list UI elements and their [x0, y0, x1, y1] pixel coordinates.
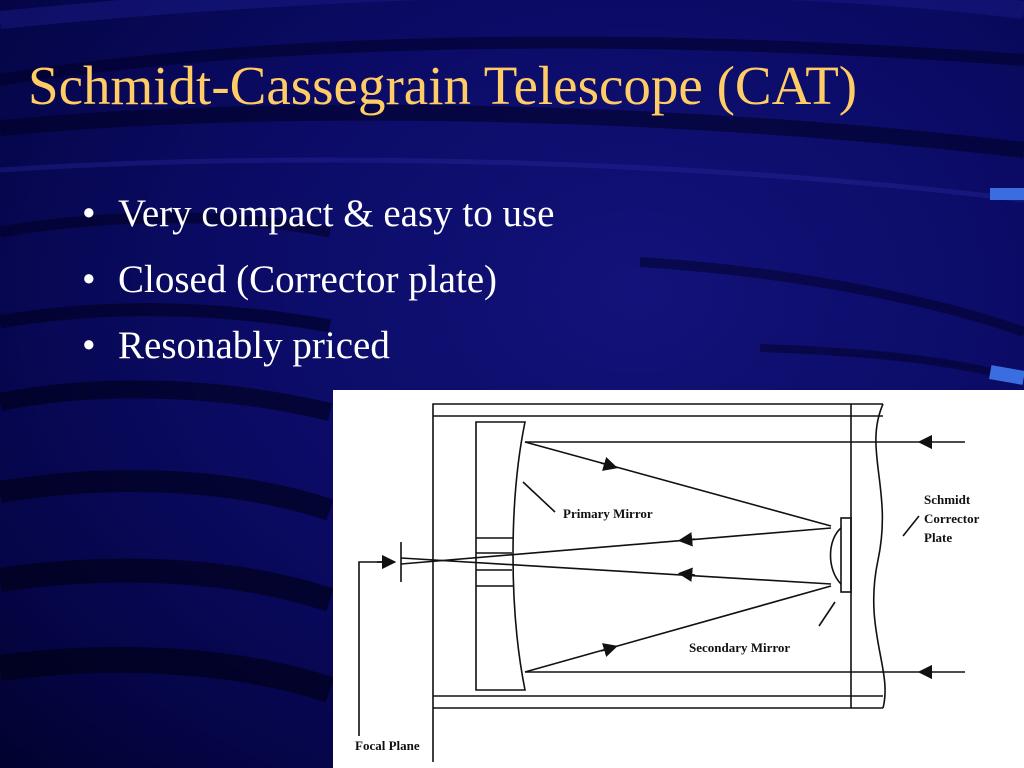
bullet-mark: • [82, 258, 96, 301]
swoosh-title-lower [0, 104, 1024, 158]
swoosh-right-2 [759, 344, 1024, 384]
telescope-diagram-drawing: Primary Mirror Secondary Mirror Schmidt … [355, 403, 980, 762]
swoosh-title-upper [0, 36, 1024, 86]
bullet-item: • Resonably priced [82, 324, 554, 390]
swoosh-left-6 [0, 646, 335, 703]
swoosh-left-1 [0, 212, 332, 238]
corrector-plate-leader [902, 515, 920, 537]
reflected-ray-bottom [524, 585, 832, 673]
swoosh-left-2 [0, 303, 332, 333]
corrector-plate-label-line2: Corrector [924, 511, 980, 526]
bullet-item: • Closed (Corrector plate) [82, 258, 554, 324]
bullet-list: • Very compact & easy to use • Closed (C… [82, 192, 554, 390]
focus-ray-lower-arrow [677, 567, 696, 582]
focus-ray-lower [400, 557, 832, 585]
corrector-plate [872, 403, 886, 709]
reflected-ray-top-arrow [600, 457, 618, 471]
reflected-ray-bottom-arrow [600, 643, 618, 657]
accent-tab-2 [989, 365, 1024, 385]
secondary-mirror-mount [840, 517, 852, 593]
bullet-item: • Very compact & easy to use [82, 192, 554, 258]
secondary-mirror-label: Secondary Mirror [689, 640, 790, 655]
bullet-text: Resonably priced [118, 324, 390, 367]
bullet-mark: • [82, 324, 96, 367]
bullet-mark: • [82, 192, 96, 235]
corrector-plate-label-line1: Schmidt [924, 492, 971, 507]
swoosh-mid-light [0, 157, 1024, 203]
tube-top-wall [432, 403, 883, 762]
focus-ray-upper [400, 527, 832, 565]
telescope-diagram: Primary Mirror Secondary Mirror Schmidt … [333, 390, 1024, 768]
slide-title: Schmidt-Cassegrain Telescope (CAT) [28, 55, 858, 116]
focus-ray-upper-arrow [677, 532, 696, 547]
primary-mirror-label: Primary Mirror [563, 506, 653, 521]
swoosh-top [0, 0, 1024, 29]
primary-mirror [475, 421, 526, 691]
swoosh-right-1 [639, 257, 1024, 337]
secondary-mirror-leader [818, 601, 836, 627]
secondary-mirror [829, 527, 842, 585]
primary-mirror-leader [522, 481, 556, 513]
reflected-ray-top [524, 441, 832, 527]
swoosh-left-3 [0, 380, 333, 421]
accent-tab-1 [990, 188, 1024, 200]
bullet-text: Closed (Corrector plate) [118, 258, 498, 301]
focal-plane-label: Focal Plane [355, 738, 420, 753]
swoosh-left-5 [0, 558, 334, 612]
corrector-plate-label-line3: Plate [924, 530, 952, 545]
focal-plane-leader [358, 561, 395, 736]
bullet-text: Very compact & easy to use [118, 192, 555, 235]
swoosh-left-4 [0, 469, 334, 521]
